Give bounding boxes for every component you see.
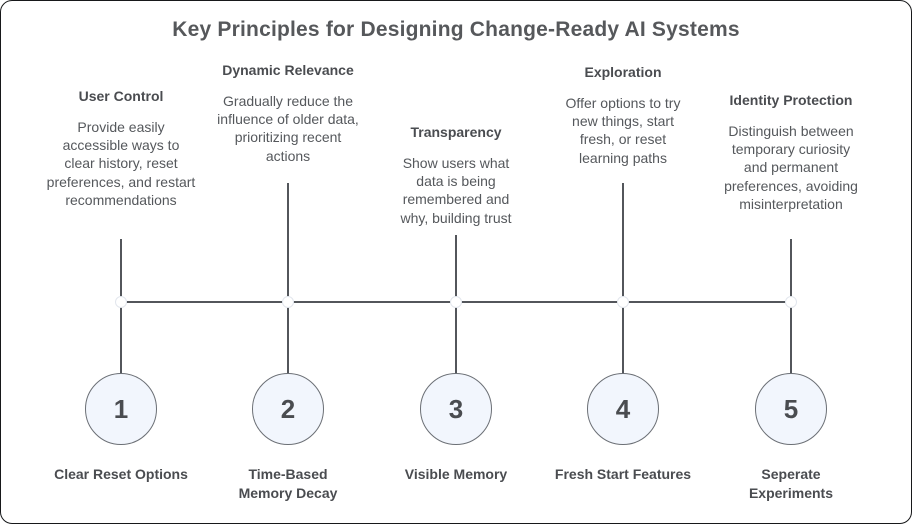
step-label-5: Seperate Experiments <box>748 466 834 501</box>
principle-description-3: Show users what data is being remembered… <box>400 155 512 226</box>
step-circle-3: 3 <box>420 373 492 445</box>
connector-up-1 <box>120 239 122 302</box>
step-label-3: Visible Memory <box>404 466 508 482</box>
connector-down-1 <box>120 303 122 374</box>
principle-heading-3: Transparency <box>410 124 502 140</box>
step-circle-1: 1 <box>85 373 157 445</box>
timeline-node-dot-4 <box>617 296 629 308</box>
principle-text-identity-protection: Identity Protection Distinguish between … <box>724 91 859 213</box>
principle-heading-5: Identity Protection <box>729 92 853 108</box>
step-label-1: Clear Reset Options <box>54 466 188 482</box>
step-circle-4: 4 <box>587 373 659 445</box>
connector-down-2 <box>287 303 289 374</box>
step-circle-5: 5 <box>755 373 827 445</box>
step-number-5: 5 <box>783 393 799 424</box>
principle-heading-1: User Control <box>78 88 164 104</box>
step-number-3: 3 <box>448 393 464 424</box>
principle-text-dynamic-relevance: Dynamic Relevance Gradually reduce the i… <box>216 61 361 165</box>
principle-description-1: Provide easily accessible ways to clear … <box>46 119 196 208</box>
step-number-4: 4 <box>615 393 631 424</box>
timeline-node-dot-1 <box>115 296 127 308</box>
connector-down-4 <box>622 303 624 374</box>
diagram-title: Key Principles for Designing Change-Read… <box>172 18 740 41</box>
connector-up-4 <box>622 183 624 302</box>
step-number-2: 2 <box>280 393 296 424</box>
principle-text-transparency: Transparency Show users what data is bei… <box>392 123 520 227</box>
principle-heading-4: Exploration <box>584 64 662 80</box>
principle-text-user-control: User Control Provide easily accessible w… <box>46 87 196 209</box>
principle-description-5: Distinguish between temporary curiosity … <box>724 123 858 212</box>
step-label-2: Time-Based Memory Decay <box>238 466 338 501</box>
timeline-node-dot-5 <box>785 296 797 308</box>
connector-up-3 <box>455 235 457 302</box>
timeline-node-dot-2 <box>282 296 294 308</box>
step-circle-2: 2 <box>252 373 324 445</box>
connector-down-5 <box>790 303 792 374</box>
step-number-1: 1 <box>113 393 129 424</box>
connector-up-5 <box>790 239 792 302</box>
principle-description-4: Offer options to try new things, start f… <box>565 95 681 166</box>
connector-up-2 <box>287 183 289 302</box>
timeline-node-dot-3 <box>450 296 462 308</box>
principle-description-2: Gradually reduce the influence of older … <box>217 93 359 164</box>
principle-heading-2: Dynamic Relevance <box>222 62 354 78</box>
connector-down-3 <box>455 303 457 374</box>
step-label-4: Fresh Start Features <box>554 466 692 482</box>
principle-text-exploration: Exploration Offer options to try new thi… <box>553 63 693 167</box>
